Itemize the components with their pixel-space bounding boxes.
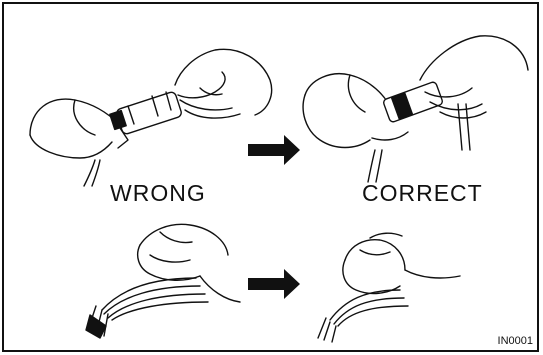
wrong-wire-illustration [86, 224, 240, 338]
correct-label: CORRECT [362, 180, 483, 207]
correct-connector-illustration [303, 36, 528, 182]
wrong-label: WRONG [110, 180, 206, 207]
correct-wire-illustration [318, 233, 460, 342]
wrong-connector-illustration [30, 49, 272, 186]
figure-code: IN0001 [498, 335, 533, 347]
arrow-right-icon [248, 135, 300, 165]
arrow-right-icon [248, 269, 300, 299]
